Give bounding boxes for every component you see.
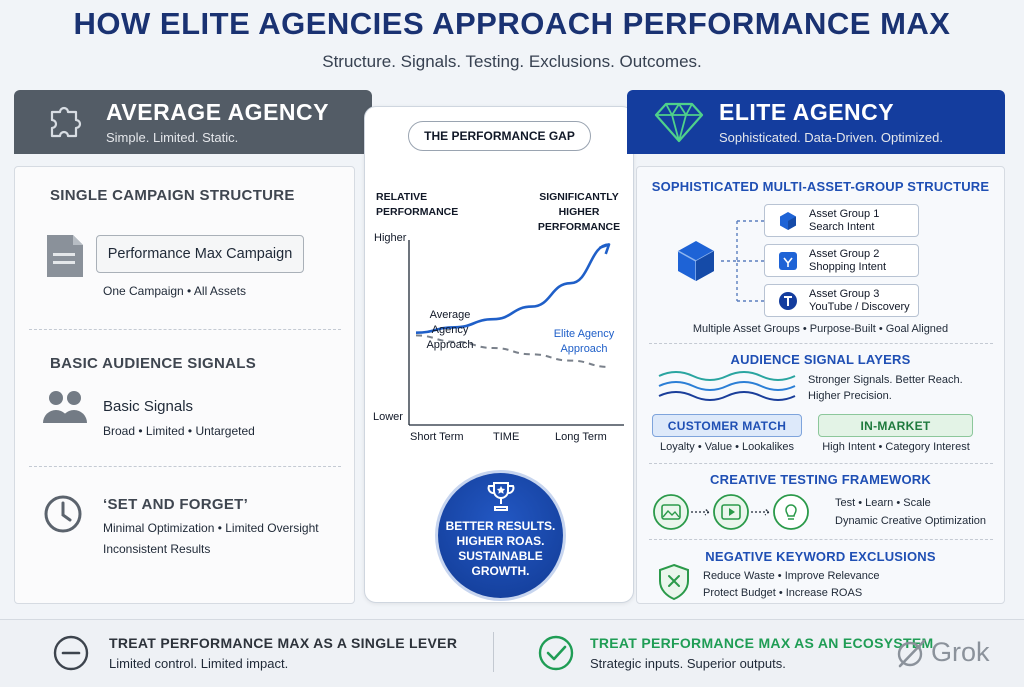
creative-testing-flow <box>653 494 809 530</box>
single-campaign-caption: One Campaign • All Assets <box>103 284 246 298</box>
grok-watermark: Grok <box>931 637 990 667</box>
shield-x-icon <box>657 563 691 606</box>
page-subtitle: Structure. Signals. Testing. Exclusions.… <box>322 52 702 71</box>
lightbulb-icon <box>773 494 809 530</box>
negative-keywords-line1: Reduce Waste • Improve Relevance <box>703 570 880 582</box>
average-agency-panel: SINGLE CAMPAIGN STRUCTURE Performance Ma… <box>14 166 355 604</box>
ecosystem-title: TREAT PERFORMANCE MAX AS AN ECOSYSTEM <box>590 635 934 651</box>
section-divider <box>29 466 341 467</box>
chart-x-end-label: Long Term <box>555 431 607 443</box>
chart-y-high-label: Higher <box>374 232 407 244</box>
chart-series-line-1 <box>415 243 610 334</box>
diamond-icon <box>651 94 707 150</box>
section-divider <box>29 329 341 330</box>
section-divider <box>649 343 993 344</box>
average-agency-subtitle: Simple. Limited. Static. <box>106 130 239 145</box>
ecosystem-subtitle: Strategic inputs. Superior outputs. <box>590 656 786 671</box>
chart-x-start-label: Short Term <box>410 431 464 443</box>
average-agency-title: AVERAGE AGENCY <box>106 99 329 125</box>
asset-groups-caption: Multiple Asset Groups • Purpose-Built • … <box>692 323 949 335</box>
performance-gap-badge: THE PERFORMANCE GAP <box>408 121 591 151</box>
t-badge-icon <box>777 290 799 312</box>
chart-series-arrowhead-1 <box>599 243 611 255</box>
audience-layers-line2: Higher Precision. <box>808 390 892 402</box>
footer-divider <box>493 632 494 672</box>
single-campaign-title: SINGLE CAMPAIGN STRUCTURE <box>50 187 295 204</box>
asset-group-3: Asset Group 3 YouTube / Discovery <box>764 284 919 317</box>
set-and-forget-title: ‘SET AND FORGET’ <box>103 496 249 513</box>
multi-asset-structure-title: SOPHISTICATED MULTI-ASSET-GROUP STRUCTUR… <box>651 179 990 194</box>
page-title: HOW ELITE AGENCIES APPROACH PERFORMANCE … <box>73 6 951 41</box>
clock-icon <box>43 494 83 539</box>
shopping-bag-icon <box>777 250 799 272</box>
results-text: BETTER RESULTS. HIGHER ROAS. SUSTAINABLE… <box>445 519 556 578</box>
chart-y-low-label: Lower <box>373 411 403 423</box>
signal-waves-icon <box>658 371 796 401</box>
set-and-forget-line2: Inconsistent Results <box>103 542 211 556</box>
cube-icon <box>675 239 717 288</box>
creative-testing-line2: Dynamic Creative Optimization <box>835 515 986 527</box>
series-label-elite: Elite Agency Approach <box>553 328 615 355</box>
document-icon <box>45 233 85 284</box>
creative-testing-line1: Test • Learn • Scale <box>835 497 931 509</box>
trophy-icon <box>487 482 514 511</box>
performance-max-campaign-box: Performance Max Campaign <box>96 235 304 273</box>
image-icon <box>653 494 689 530</box>
asset-tree-connector <box>721 220 765 302</box>
grok-logo-icon <box>894 637 928 676</box>
performance-gap-chart <box>408 240 624 426</box>
elite-agency-header: ELITE AGENCY Sophisticated. Data-Driven.… <box>627 90 1005 154</box>
cube-icon <box>777 210 799 232</box>
set-and-forget-line1: Minimal Optimization • Limited Oversight <box>103 521 319 535</box>
audience-layers-line1: Stronger Signals. Better Reach. <box>808 374 963 386</box>
series-label-average: Average Agency Approach <box>426 309 474 351</box>
asset-group-2: Asset Group 2 Shopping Intent <box>764 244 919 277</box>
creative-testing-title: CREATIVE TESTING FRAMEWORK <box>710 472 931 487</box>
single-lever-subtitle: Limited control. Limited impact. <box>109 656 289 671</box>
check-circle-icon <box>537 634 575 677</box>
average-agency-header: AVERAGE AGENCY Simple. Limited. Static. <box>14 90 372 154</box>
customer-match-caption: Loyalty • Value • Lookalikes <box>659 441 795 453</box>
elite-agency-subtitle: Sophisticated. Data-Driven. Optimized. <box>719 130 943 145</box>
basic-signals-title: BASIC AUDIENCE SIGNALS <box>50 355 257 372</box>
people-icon <box>42 389 88 430</box>
chart-xlabel: TIME <box>493 431 520 443</box>
in-market-pill: IN-MARKET <box>818 414 973 437</box>
elite-agency-panel: SOPHISTICATED MULTI-ASSET-GROUP STRUCTUR… <box>636 166 1005 604</box>
negative-keywords-title: NEGATIVE KEYWORD EXCLUSIONS <box>705 549 936 564</box>
negative-keywords-line2: Protect Budget • Increase ROAS <box>703 587 863 599</box>
customer-match-pill: CUSTOMER MATCH <box>652 414 802 437</box>
section-divider <box>649 539 993 540</box>
single-lever-title: TREAT PERFORMANCE MAX AS A SINGLE LEVER <box>109 635 458 651</box>
chart-series-line-0 <box>415 334 610 368</box>
minus-circle-icon <box>52 634 90 677</box>
elite-agency-title: ELITE AGENCY <box>719 99 895 125</box>
section-divider <box>649 463 993 464</box>
audience-layers-title: AUDIENCE SIGNAL LAYERS <box>730 352 911 367</box>
results-circle <box>438 473 563 598</box>
asset-group-1: Asset Group 1 Search Intent <box>764 204 919 237</box>
basic-signals-label: Basic Signals <box>103 398 194 415</box>
in-market-caption: High Intent • Category Interest <box>822 441 970 453</box>
chart-top-annotation: SIGNIFICANTLY HIGHER PERFORMANCE <box>537 191 621 233</box>
puzzle-piece-icon <box>38 94 94 150</box>
basic-signals-caption: Broad • Limited • Untargeted <box>103 424 255 438</box>
footer-bar: TREAT PERFORMANCE MAX AS A SINGLE LEVER … <box>0 619 1024 687</box>
